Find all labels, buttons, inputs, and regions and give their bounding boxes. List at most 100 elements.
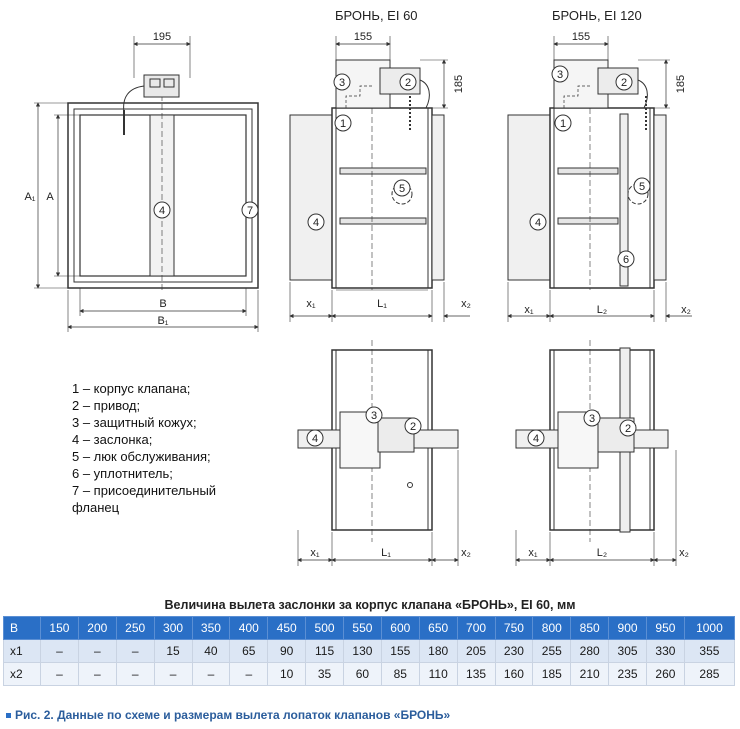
legend: 1 – корпус клапана; 2 – привод; 3 – защи… xyxy=(72,380,216,516)
table-cell: 150 xyxy=(40,616,79,640)
ei120-title: БРОНЬ, EI 120 xyxy=(552,8,642,23)
dim-x2-ei120-top: x₂ xyxy=(679,547,689,559)
callout-2-ei120: 2 xyxy=(621,77,627,89)
table-cell: 180 xyxy=(418,639,458,663)
dim-l2-ei120-top: L₂ xyxy=(597,547,607,559)
ei60-side-view xyxy=(289,36,470,322)
callout-5-ei120: 5 xyxy=(639,181,645,193)
table-cell: 400 xyxy=(229,616,269,640)
table-cell: 205 xyxy=(456,639,496,663)
technical-drawing: 195 A₁ A B B₁ 4 7 155 185 3 2 1 5 4 x₁ L… xyxy=(24,31,692,566)
dim-x2-ei60-top: x₂ xyxy=(461,547,471,559)
callout-2-ei60: 2 xyxy=(405,77,411,89)
table-cell: 10 xyxy=(267,662,307,686)
row-label: B xyxy=(3,616,41,640)
table-cell: 650 xyxy=(418,616,458,640)
table-cell: 900 xyxy=(608,616,647,640)
table-cell: – xyxy=(77,662,117,686)
table-cell: 260 xyxy=(646,662,685,686)
table-cell: 35 xyxy=(305,662,344,686)
row-label: x2 xyxy=(3,662,41,686)
row-label: x1 xyxy=(3,639,41,663)
table-cell: 85 xyxy=(380,662,420,686)
table-cell: 700 xyxy=(456,616,496,640)
callout-4-ei120-top: 4 xyxy=(533,433,539,445)
table-cell: – xyxy=(115,639,155,663)
table-cell: 90 xyxy=(267,639,307,663)
table-cell: 230 xyxy=(494,639,534,663)
dim-185-ei60: 185 xyxy=(453,75,465,93)
callout-3-ei60-top: 3 xyxy=(371,410,377,422)
callout-2-ei60-top: 2 xyxy=(410,421,416,433)
table-cell: 115 xyxy=(305,639,344,663)
legend-item: фланец xyxy=(72,500,120,515)
table-cell: 15 xyxy=(153,639,193,663)
table-cell: 355 xyxy=(683,639,736,663)
dim-a1: A₁ xyxy=(24,191,35,203)
dim-195: 195 xyxy=(153,31,171,43)
table-cell: 250 xyxy=(115,616,155,640)
callout-4-ei60-top: 4 xyxy=(312,433,318,445)
table-cell: 1000 xyxy=(683,616,736,640)
ei120-top-view xyxy=(515,340,677,566)
table-cell: 160 xyxy=(494,662,534,686)
table-cell: 155 xyxy=(380,639,420,663)
table-cell: – xyxy=(40,639,79,663)
table-cell: – xyxy=(40,662,79,686)
dim-x1-ei120-top: x₁ xyxy=(528,547,538,559)
table-cell: 255 xyxy=(532,639,572,663)
table-cell: 750 xyxy=(494,616,534,640)
bullet-square-icon xyxy=(6,713,11,719)
callout-5-ei60: 5 xyxy=(399,183,405,195)
front-view xyxy=(34,36,259,332)
callout-4-front: 4 xyxy=(159,205,165,217)
figure-caption: Рис. 2. Данные по схеме и размерам вылет… xyxy=(6,708,450,722)
legend-item: 6 – уплотнитель; xyxy=(72,466,173,481)
callout-3-ei120: 3 xyxy=(557,69,563,81)
table-cell: 130 xyxy=(343,639,382,663)
table-cell: 40 xyxy=(191,639,231,663)
ei120-side-view xyxy=(507,36,692,322)
table-cell: 185 xyxy=(532,662,572,686)
dim-x2-ei120: x₂ xyxy=(681,304,691,316)
table-cell: 800 xyxy=(532,616,572,640)
table-cell: 850 xyxy=(570,616,610,640)
legend-item: 1 – корпус клапана; xyxy=(72,381,191,396)
dim-l2-ei120: L₂ xyxy=(597,304,607,316)
table-cell: – xyxy=(229,662,269,686)
table-cell: 600 xyxy=(380,616,420,640)
table-cell: 285 xyxy=(683,662,736,686)
callout-6-ei120: 6 xyxy=(623,254,629,266)
table-cell: 450 xyxy=(267,616,307,640)
table-cell: 950 xyxy=(646,616,685,640)
dim-l1-ei60-top: L₁ xyxy=(381,547,391,559)
callout-1-ei60: 1 xyxy=(340,118,346,130)
table-cell: 60 xyxy=(343,662,382,686)
ei60-top-view xyxy=(297,340,459,566)
dim-155-ei60: 155 xyxy=(354,31,372,43)
table-cell: 200 xyxy=(77,616,117,640)
dim-x1-ei120: x₁ xyxy=(524,304,534,316)
legend-item: 5 – люк обслуживания; xyxy=(72,449,211,464)
table-caption: Величина вылета заслонки за корпус клапа… xyxy=(164,598,576,612)
dim-b1: B₁ xyxy=(157,315,168,327)
dim-x1-ei60: x₁ xyxy=(306,298,316,310)
legend-item: 7 – присоединительный xyxy=(72,483,217,498)
table-cell: 210 xyxy=(570,662,610,686)
table-cell: 330 xyxy=(646,639,685,663)
figure-caption-text: Рис. 2. Данные по схеме и размерам вылет… xyxy=(15,708,451,722)
callout-4-ei60: 4 xyxy=(313,217,319,229)
legend-item: 3 – защитный кожух; xyxy=(72,415,197,430)
dim-155-ei120: 155 xyxy=(572,31,590,43)
ei60-title: БРОНЬ, EI 60 xyxy=(335,8,418,23)
table-cell: – xyxy=(153,662,193,686)
callout-3-ei120-top: 3 xyxy=(589,413,595,425)
dim-a: A xyxy=(46,191,54,203)
dim-b: B xyxy=(159,298,166,310)
table-cell: 110 xyxy=(418,662,458,686)
table-cell: – xyxy=(77,639,117,663)
table-cell: 500 xyxy=(305,616,344,640)
legend-item: 4 – заслонка; xyxy=(72,432,153,447)
